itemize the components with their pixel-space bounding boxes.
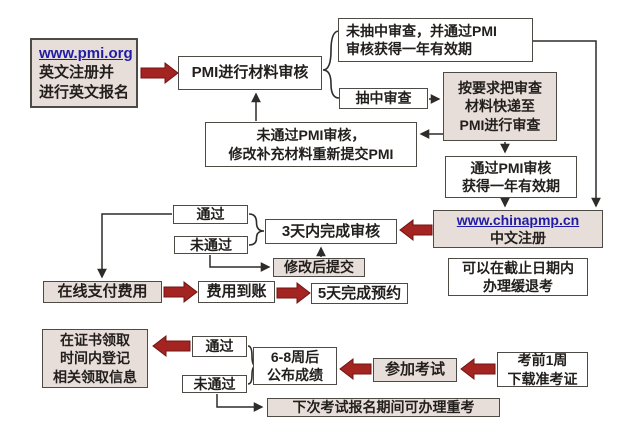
- box-chinapmp: www.chinapmp.cn 中文注册: [433, 210, 603, 248]
- box-cert: 在证书领取时间内登记相关领取信息: [42, 329, 148, 388]
- box-pass-btm-label: 通过: [205, 338, 234, 355]
- box-defer: 可以在截止日期内办理缓退考: [448, 258, 588, 296]
- box-results-label: 公布成绩: [267, 367, 323, 383]
- box-5days-label: 5天完成预约: [317, 284, 402, 302]
- box-not-sampled: 未抽中审查，并通过PMI 审核获得一年有效期: [338, 18, 533, 62]
- box-ticket-label: 考前1周: [517, 352, 568, 369]
- box-results-label: 6-8周后: [270, 348, 320, 365]
- box-fail-pmi-label: 未通过PMI审核，: [256, 127, 366, 144]
- box-pmi-org-label: 英文注册并: [39, 64, 115, 82]
- box-pmi-org: www.pmi.org 英文注册并进行英文报名: [30, 38, 138, 108]
- box-ticket: 考前1周下载准考证: [497, 352, 588, 387]
- box-pass-pmi: 通过PMI审核获得一年有效期: [445, 156, 577, 198]
- box-defer-label: 办理缓退考: [483, 278, 553, 294]
- box-pass-mid: 通过: [173, 205, 248, 224]
- box-chinapmp-label: 中文注册: [490, 230, 546, 246]
- box-3days-label: 3天内完成审核: [281, 222, 381, 240]
- box-cert-label: 时间内登记: [60, 350, 130, 367]
- box-cert-label: 相关领取信息: [53, 368, 137, 385]
- box-defer-label: 可以在截止日期内: [462, 259, 574, 276]
- box-3days: 3天内完成审核: [265, 219, 397, 244]
- box-exam-label: 参加考试: [384, 361, 445, 379]
- brace-review-split: [322, 30, 340, 99]
- box-pmi-review: PMI进行材料审核: [178, 56, 322, 90]
- box-courier-label: PMI进行审查: [459, 116, 541, 133]
- box-sampled-label: 抽中审查: [355, 90, 412, 107]
- red-arrow-chinapmp-to-3days: [399, 218, 433, 242]
- box-pass-mid-label: 通过: [196, 206, 225, 223]
- line-fail-to-resubmit: [209, 255, 271, 272]
- box-not-sampled-label: 未抽中审查，并通过PMI: [346, 22, 497, 39]
- box-5days: 5天完成预约: [311, 283, 408, 304]
- box-pmi-review-label: PMI进行材料审核: [191, 64, 309, 82]
- brace-3days-split: [248, 213, 265, 246]
- red-arrow-fee-to-5days: [276, 281, 311, 305]
- box-not-sampled-label: 审核获得一年有效期: [346, 41, 472, 57]
- red-arrow-exam-to-results: [339, 357, 372, 381]
- box-pmi-org-link[interactable]: www.pmi.org: [39, 44, 133, 62]
- box-pmi-org-label: 进行英文报名: [39, 83, 130, 101]
- red-arrow-ticket-to-exam: [460, 357, 496, 381]
- box-ticket-label: 下载准考证: [507, 370, 578, 387]
- box-resubmit: 修改后提交: [273, 258, 365, 277]
- box-retake-label: 下次考试报名期间可办理重考: [292, 399, 475, 416]
- box-fail-mid: 未通过: [174, 236, 248, 254]
- line-pass-to-pay: [97, 213, 172, 279]
- box-courier-label: 材料快递至: [465, 98, 535, 115]
- box-pass-pmi-label: 获得一年有效期: [462, 178, 560, 194]
- box-cert-label: 在证书领取: [60, 332, 130, 349]
- box-fail-mid-label: 未通过: [190, 236, 232, 253]
- box-fee-label: 费用到账: [206, 283, 267, 301]
- box-exam: 参加考试: [373, 358, 457, 382]
- box-fail-btm: 未通过: [182, 375, 247, 393]
- box-fail-btm-label: 未通过: [193, 375, 236, 392]
- line-fail-to-retake: [216, 394, 264, 412]
- box-courier-label: 按要求把审查: [458, 80, 542, 97]
- box-pass-pmi-label: 通过PMI审核: [470, 159, 552, 176]
- box-pay-label: 在线支付费用: [57, 283, 148, 301]
- box-results: 6-8周后公布成绩: [253, 347, 337, 385]
- box-pay: 在线支付费用: [43, 281, 162, 303]
- box-pass-btm: 通过: [192, 336, 247, 357]
- box-fail-pmi: 未通过PMI审核，修改补充材料重新提交PMI: [205, 122, 417, 167]
- box-fail-pmi-label: 修改补充材料重新提交PMI: [228, 145, 394, 162]
- box-retake: 下次考试报名期间可办理重考: [267, 398, 500, 417]
- box-sampled: 抽中审查: [339, 88, 428, 109]
- box-chinapmp-link[interactable]: www.chinapmp.cn: [456, 211, 580, 228]
- red-arrow-pass-to-cert: [152, 334, 191, 358]
- red-arrow-pay-to-fee: [163, 280, 198, 304]
- box-resubmit-label: 修改后提交: [284, 259, 354, 276]
- box-fee: 费用到账: [198, 281, 275, 303]
- red-arrow-pmiorg-to-review: [140, 61, 179, 85]
